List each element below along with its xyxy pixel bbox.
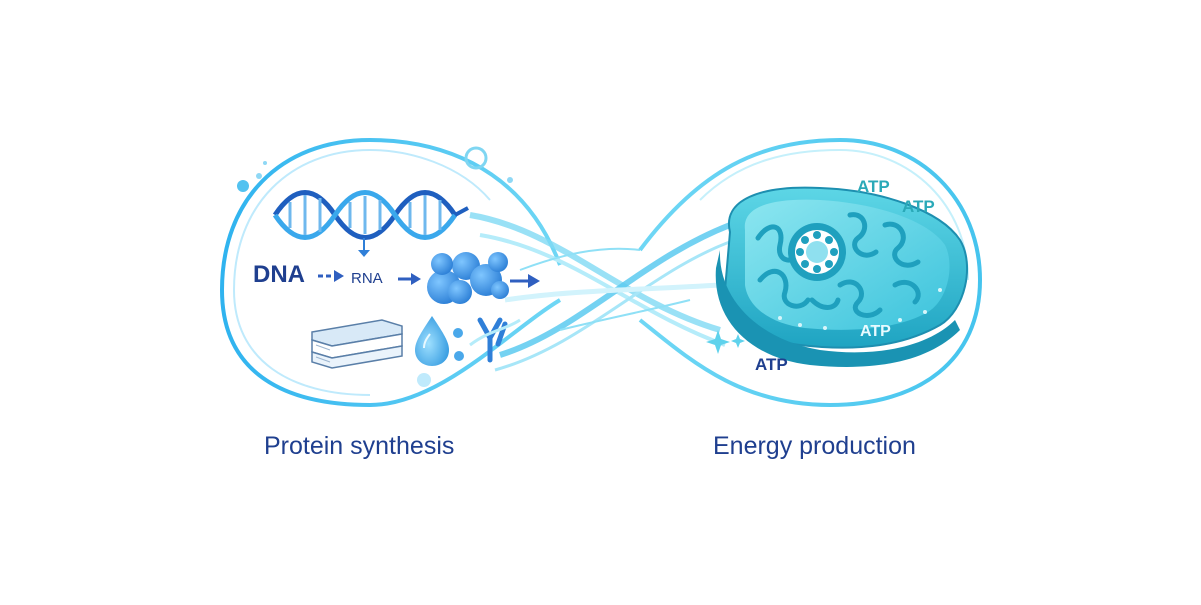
book-stack-icon [311,319,403,369]
droplet-icon [415,316,449,366]
dna-label: DNA [253,261,305,288]
atp-label-2: ATP [902,197,935,216]
rna-label: RNA [351,270,383,287]
bubble-icons [453,328,464,361]
left-loop [219,137,562,408]
output-arrow-icon [510,274,540,288]
sparkle-icon [706,330,745,354]
right-loop [638,137,983,408]
protein-synthesis-caption: Protein synthesis [264,432,455,460]
atp-label-3: ATP [860,323,891,340]
atp-label-1: ATP [857,177,890,196]
atp-label-4: ATP [755,355,788,374]
dna-helix-icon [272,190,469,240]
dna-to-rna-arrow-icon [318,270,344,282]
mitochondrion-icon [715,186,968,367]
protein-cluster-icon [427,252,509,304]
energy-production-caption: Energy production [713,432,916,460]
down-arrow-icon [358,238,370,257]
flow-ribbons [469,212,736,372]
flow-wisp [469,318,521,347]
rna-to-protein-arrow-icon [398,273,421,285]
